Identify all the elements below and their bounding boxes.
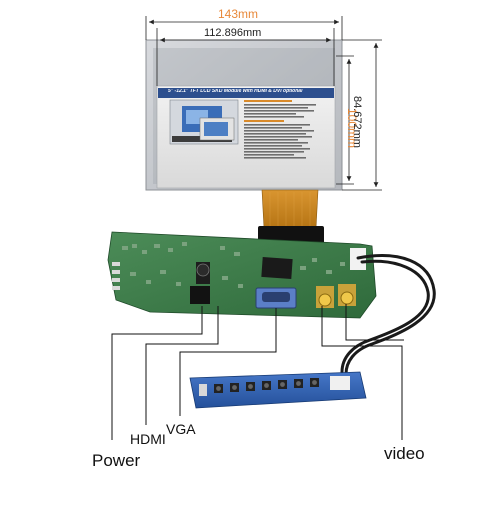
vga-leader [179,308,277,416]
active-height-label: 84.672mm [351,96,363,148]
spec-text-lines [244,100,316,159]
video-label: video [384,444,425,463]
active-width-label: 112.896mm [204,27,262,39]
vga-label: VGA [166,421,196,437]
keypad-cable [340,254,436,376]
dimension-lines [145,16,382,191]
controller-board [107,231,377,319]
video-leader [321,306,403,440]
outer-width-label: 143mm [218,7,259,21]
lcd-panel [145,39,343,191]
hdmi-leader [145,306,219,425]
board-components [112,242,366,309]
screen-headline: 5" -12.1" TFT LCD SKD Module with HDMI &… [168,89,303,94]
leader-lines [111,304,404,440]
hdmi-label: HDMI [130,431,166,447]
power-leader [111,306,203,440]
video-leader-2 [345,304,404,341]
power-label: Power [92,451,141,470]
keypad-board [189,371,367,409]
